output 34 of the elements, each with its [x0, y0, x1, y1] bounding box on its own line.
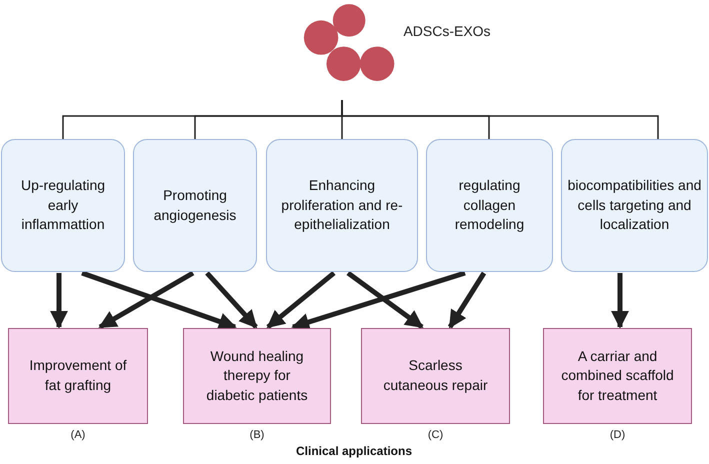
box-text: regulating collagen remodeling — [454, 176, 526, 234]
box-text: Enhancing proliferation and re-epithelialization — [280, 176, 404, 234]
caption: Clinical applications — [296, 444, 412, 458]
arrow — [81, 270, 237, 330]
exosome-label: ADSCs-EXOs — [403, 23, 491, 39]
box-text: Wound healing therepy for diabetic patients — [205, 346, 309, 405]
connector-line — [341, 100, 659, 139]
box-text: biocompatibilities and cells targeting and localization — [567, 176, 702, 234]
mechanism-box — [133, 139, 257, 272]
mechanism-box — [1, 139, 125, 272]
application-box — [183, 328, 331, 424]
arrow — [98, 270, 194, 330]
box-text: Promoting angiogenesis — [152, 186, 238, 225]
arrow — [50, 273, 68, 329]
arrow — [448, 272, 486, 329]
panel-letter: (C) — [428, 429, 444, 441]
arrow — [611, 273, 629, 329]
box-text: Improvement of fat grafting — [28, 356, 128, 395]
application-box — [543, 328, 692, 424]
application-box — [8, 328, 148, 424]
mechanism-box — [561, 139, 708, 272]
box-text: Scarless cutaneous repair — [382, 356, 489, 395]
mechanism-box — [426, 139, 553, 272]
arrow — [291, 270, 466, 331]
mechanism-box — [266, 139, 418, 272]
box-text: Up-regulating early inflammattion — [20, 176, 106, 234]
panel-letter: (A) — [70, 429, 86, 441]
panel-letter: (B) — [250, 429, 264, 441]
arrow — [266, 271, 336, 329]
panel-letter: (D) — [610, 429, 626, 441]
arrow — [205, 271, 258, 329]
arrow — [346, 270, 424, 330]
application-box — [361, 328, 510, 424]
box-text: A carriar and combined scaffold for treatment — [560, 346, 675, 405]
